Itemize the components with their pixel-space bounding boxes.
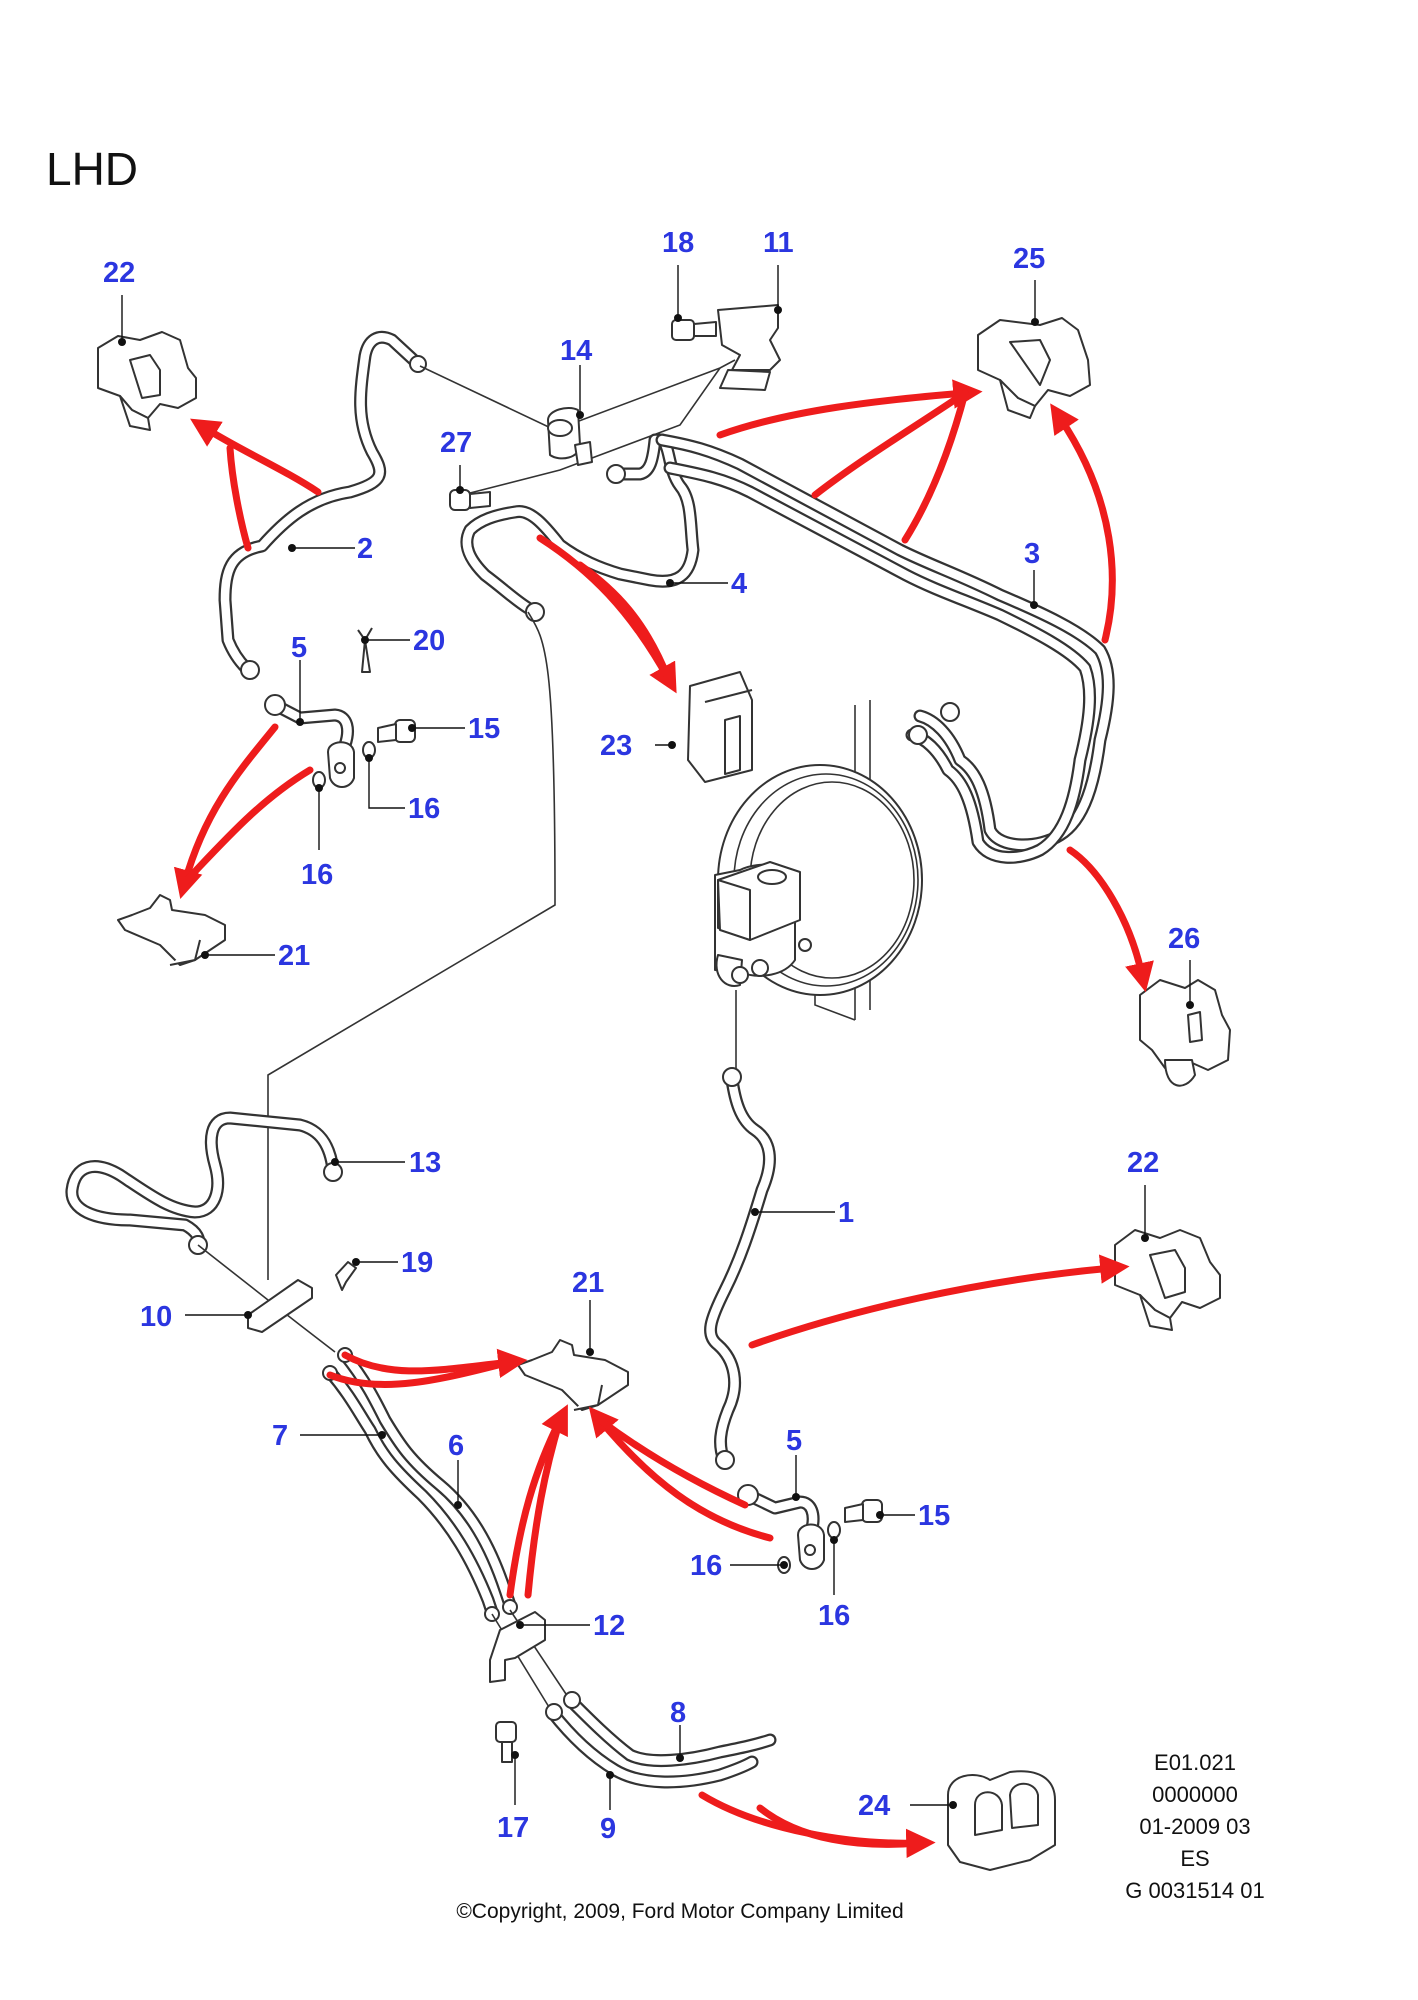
- heading-text: LHD: [46, 143, 138, 195]
- label-4: 4: [731, 568, 747, 600]
- clip-25: [977, 317, 1091, 419]
- bracket-21-upper: [117, 894, 226, 966]
- clip-20: [357, 627, 373, 673]
- drawing: [65, 265, 1231, 1871]
- label-10: 10: [140, 1301, 172, 1333]
- copyright-text: ©Copyright, 2009, Ford Motor Company Lim…: [456, 1900, 903, 1923]
- brake-pipes-lower: [197, 1244, 777, 1789]
- label-1: 1: [838, 1197, 854, 1229]
- bracket-21-lower: [517, 1339, 629, 1411]
- label-14: 14: [560, 335, 592, 367]
- clip-19: [335, 1261, 357, 1291]
- label-25: 25: [1013, 243, 1045, 275]
- label-15-lower: 15: [918, 1500, 950, 1532]
- label-8: 8: [670, 1697, 686, 1729]
- label-3: 3: [1024, 538, 1040, 570]
- label-21-lower: 21: [572, 1267, 604, 1299]
- label-12: 12: [593, 1610, 625, 1642]
- label-7: 7: [272, 1420, 288, 1452]
- label-24: 24: [858, 1790, 890, 1822]
- label-2: 2: [357, 533, 373, 565]
- brake-pipe-1: [704, 1067, 776, 1470]
- bolt-18: [671, 319, 717, 341]
- ref-line-2: 0000000: [1152, 1782, 1238, 1807]
- bracket-12: [489, 1611, 546, 1683]
- ref-line-1: E01.021: [1154, 1750, 1236, 1775]
- ref-line-3: 01-2009 03: [1139, 1814, 1250, 1839]
- bolt-27: [449, 489, 491, 511]
- clip-22-upper: [97, 331, 197, 431]
- clip-24: [947, 1770, 1056, 1871]
- washer-16-d: [827, 1521, 841, 1539]
- label-23: 23: [600, 730, 632, 762]
- ref-line-4: ES: [1180, 1846, 1209, 1871]
- label-5-upper: 5: [291, 632, 307, 664]
- label-20: 20: [413, 625, 445, 657]
- label-16-a: 16: [408, 793, 440, 825]
- brake-pipe-2: [218, 330, 427, 680]
- brake-booster: [714, 700, 923, 1070]
- bolt-17: [495, 1721, 517, 1763]
- clip-22-lower: [1114, 1229, 1221, 1331]
- brake-pipe-3: [655, 433, 1115, 864]
- hose-5-lower: [737, 1484, 825, 1570]
- label-17: 17: [497, 1812, 529, 1844]
- label-21-upper: 21: [278, 940, 310, 972]
- red-arrows: [173, 379, 1154, 1859]
- label-26: 26: [1168, 923, 1200, 955]
- reference-code: E01.021 0000000 01-2009 03 ES G 0031514 …: [1125, 1750, 1264, 1903]
- label-6: 6: [448, 1430, 464, 1462]
- hose-5-upper: [264, 694, 355, 788]
- label-9: 9: [600, 1813, 616, 1845]
- label-15-upper: 15: [468, 713, 500, 745]
- bracket-11: [717, 304, 781, 371]
- callout-labels: 1 2 3 4 5 5 6 7 8 9 10 11 12 13 14 15 15…: [103, 227, 1200, 1845]
- leader-lines: [118, 265, 1194, 1810]
- bolt-15-lower: [844, 1499, 883, 1523]
- label-16-d: 16: [818, 1600, 850, 1632]
- label-13: 13: [409, 1147, 441, 1179]
- label-16-c: 16: [690, 1550, 722, 1582]
- brake-pipe-4: [460, 433, 700, 622]
- label-22-upper: 22: [103, 257, 135, 289]
- label-22-lower: 22: [1127, 1147, 1159, 1179]
- label-16-b: 16: [301, 859, 333, 891]
- label-5-lower: 5: [786, 1425, 802, 1457]
- junction-14: [547, 407, 593, 466]
- clip-26: [1139, 979, 1231, 1087]
- label-19: 19: [401, 1247, 433, 1279]
- clip-23: [687, 671, 753, 783]
- label-27: 27: [440, 427, 472, 459]
- brake-pipe-13: [65, 1111, 343, 1255]
- label-18: 18: [662, 227, 694, 259]
- bracket-10: [247, 1279, 313, 1333]
- ref-line-5: G 0031514 01: [1125, 1878, 1264, 1903]
- label-11: 11: [763, 227, 794, 259]
